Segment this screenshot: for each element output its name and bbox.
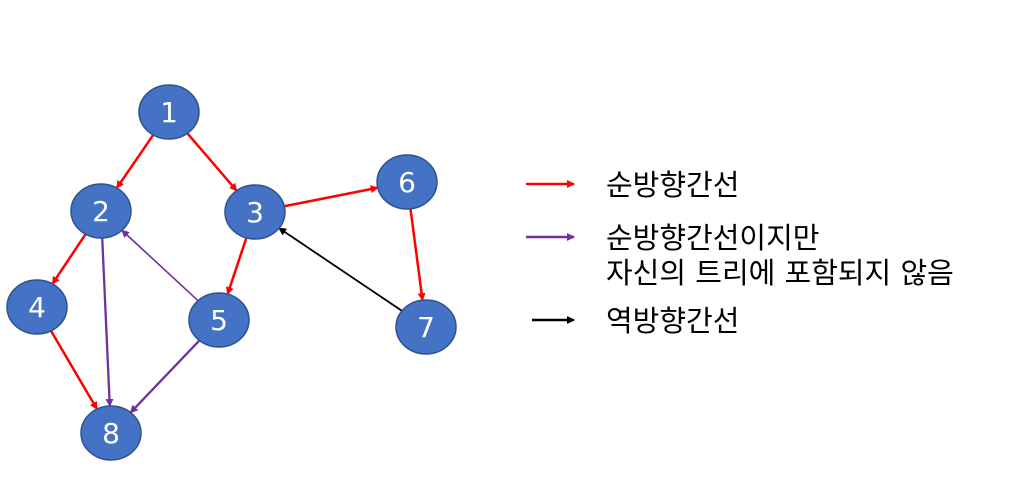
- legend-item-forward: 순방향간선: [526, 168, 739, 202]
- node-label: 1: [160, 96, 178, 129]
- node-2: 2: [70, 183, 132, 239]
- legend-forward-not-in-tree-line2: 자신의 트리에 포함되지 않음: [606, 256, 954, 290]
- node-4: 4: [6, 279, 68, 335]
- node-circle: [395, 299, 457, 355]
- node-circle: [376, 154, 438, 210]
- node-6: 6: [376, 154, 438, 210]
- node-circle: [80, 405, 142, 461]
- node-circle: [70, 183, 132, 239]
- edge-1-to-2: [115, 134, 155, 189]
- edge-5-to-2: [121, 229, 199, 302]
- node-circle: [6, 279, 68, 335]
- node-label: 5: [210, 304, 228, 337]
- node-5: 5: [188, 292, 250, 348]
- legend: 순방향간선 순방향간선이지만 자신의 트리에 포함되지 않음 역방향간선: [526, 168, 954, 338]
- legend-item-backward: 역방향간선: [532, 304, 739, 338]
- node-7: 7: [395, 299, 457, 355]
- node-circle: [138, 84, 200, 140]
- edge-4-to-8: [49, 330, 99, 410]
- node-circle: [224, 184, 286, 240]
- node-8: 8: [80, 405, 142, 461]
- edge-1-to-3: [186, 132, 238, 192]
- edge-5-to-8: [129, 339, 201, 414]
- node-label: 2: [92, 195, 110, 228]
- edge-3-to-6: [284, 185, 379, 208]
- node-1: 1: [138, 84, 200, 140]
- node-label: 6: [398, 166, 416, 199]
- edge-3-to-5: [226, 237, 248, 296]
- edge-2-to-8: [101, 237, 114, 408]
- legend-forward-label: 순방향간선: [606, 168, 739, 202]
- node-label: 8: [102, 417, 120, 450]
- node-label: 4: [28, 291, 46, 324]
- edge-6-to-7: [409, 208, 426, 302]
- node-3: 3: [224, 184, 286, 240]
- legend-backward-label: 역방향간선: [606, 304, 739, 338]
- legend-item-forward-not-in-tree: 순방향간선이지만 자신의 트리에 포함되지 않음: [526, 221, 954, 290]
- node-label: 3: [246, 196, 264, 229]
- edges-layer: [49, 132, 426, 414]
- node-label: 7: [417, 311, 435, 344]
- nodes-layer: 1 2 3 4 5 6 7 8: [6, 84, 457, 461]
- edge-2-to-4: [51, 233, 87, 285]
- legend-forward-not-in-tree-line1: 순방향간선이지만: [606, 221, 819, 255]
- edge-7-to-3: [278, 227, 403, 312]
- node-circle: [188, 292, 250, 348]
